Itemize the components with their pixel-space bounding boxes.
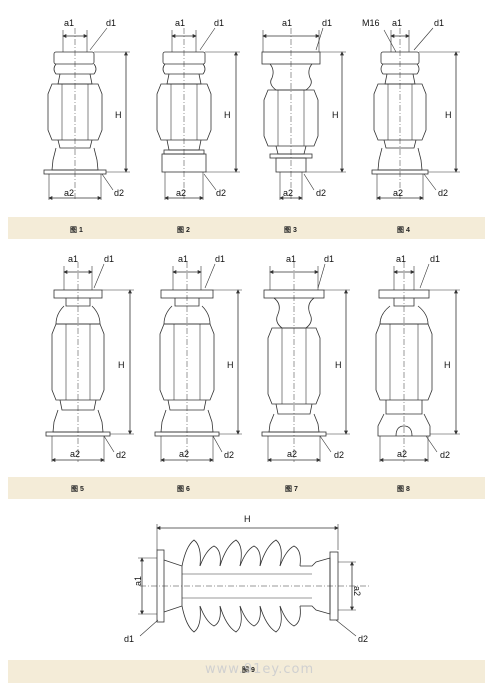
label-a1: a1 bbox=[133, 576, 143, 586]
label-m16: M16 bbox=[362, 18, 380, 28]
label-d1: d1 bbox=[215, 254, 225, 264]
figure-9-drawing: H a1 a2 d1 d2 bbox=[124, 514, 370, 644]
label-a2: a2 bbox=[352, 586, 362, 596]
label-d2: d2 bbox=[438, 188, 448, 198]
figure-4-drawing: M16 a1 d1 H a2 d2 bbox=[362, 18, 460, 200]
label-a2: a2 bbox=[283, 188, 293, 198]
label-a1: a1 bbox=[392, 18, 402, 28]
label-H: H bbox=[244, 514, 251, 524]
label-d1: d1 bbox=[434, 18, 444, 28]
figure-7-caption: 图 7 bbox=[285, 486, 298, 493]
label-d2: d2 bbox=[334, 450, 344, 460]
label-a1: a1 bbox=[396, 254, 406, 264]
label-H: H bbox=[115, 110, 122, 120]
label-a1: a1 bbox=[175, 18, 185, 28]
label-a2: a2 bbox=[397, 449, 407, 459]
label-d2: d2 bbox=[114, 188, 124, 198]
figure-7-drawing: a1 d1 H a2 d2 bbox=[261, 254, 350, 462]
figure-3-caption: 图 3 bbox=[284, 227, 297, 234]
label-a1: a1 bbox=[282, 18, 292, 28]
figure-3-drawing: a1 d1 H a2 d2 bbox=[261, 18, 346, 200]
figure-1-caption: 图 1 bbox=[70, 227, 83, 234]
figure-2-drawing: a1 d1 H a2 d2 bbox=[156, 18, 240, 200]
caption-band-row2 bbox=[8, 477, 485, 499]
label-d1: d1 bbox=[104, 254, 114, 264]
label-a2: a2 bbox=[176, 188, 186, 198]
label-d1: d1 bbox=[124, 634, 134, 644]
figure-6-caption: 图 6 bbox=[177, 486, 190, 493]
figure-2-caption: 图 2 bbox=[177, 227, 190, 234]
label-d2: d2 bbox=[216, 188, 226, 198]
figure-9-caption: 图 9 bbox=[242, 667, 255, 674]
figure-8-caption: 图 8 bbox=[397, 486, 410, 493]
label-a2: a2 bbox=[64, 188, 74, 198]
label-d1: d1 bbox=[324, 254, 334, 264]
label-d2: d2 bbox=[358, 634, 368, 644]
figure-4-caption: 图 4 bbox=[397, 227, 410, 234]
watermark: www.91ey.com bbox=[205, 662, 315, 677]
label-H: H bbox=[335, 360, 342, 370]
label-a2: a2 bbox=[287, 449, 297, 459]
label-H: H bbox=[227, 360, 234, 370]
caption-band-row3 bbox=[8, 660, 485, 683]
label-d1: d1 bbox=[214, 18, 224, 28]
label-d1: d1 bbox=[106, 18, 116, 28]
figure-1-drawing: a1 d1 H a2 d2 bbox=[43, 18, 130, 200]
label-a1: a1 bbox=[64, 18, 74, 28]
label-d2: d2 bbox=[116, 450, 126, 460]
label-H: H bbox=[332, 110, 339, 120]
label-a2: a2 bbox=[393, 188, 403, 198]
label-H: H bbox=[118, 360, 125, 370]
label-d2: d2 bbox=[316, 188, 326, 198]
label-a2: a2 bbox=[70, 449, 80, 459]
label-d1: d1 bbox=[430, 254, 440, 264]
label-a1: a1 bbox=[68, 254, 78, 264]
label-a2: a2 bbox=[179, 449, 189, 459]
label-H: H bbox=[444, 360, 451, 370]
label-d1: d1 bbox=[322, 18, 332, 28]
label-H: H bbox=[445, 110, 452, 120]
figure-5-caption: 图 5 bbox=[71, 486, 84, 493]
figure-6-drawing: a1 d1 H a2 d2 bbox=[154, 254, 242, 462]
figure-8-drawing: a1 d1 H a2 d2 bbox=[375, 254, 460, 462]
label-a1: a1 bbox=[178, 254, 188, 264]
label-H: H bbox=[224, 110, 231, 120]
label-d2: d2 bbox=[440, 450, 450, 460]
figure-5-drawing: a1 d1 H a2 d2 bbox=[45, 254, 134, 462]
caption-band-row1 bbox=[8, 217, 485, 239]
label-d2: d2 bbox=[224, 450, 234, 460]
label-a1: a1 bbox=[286, 254, 296, 264]
